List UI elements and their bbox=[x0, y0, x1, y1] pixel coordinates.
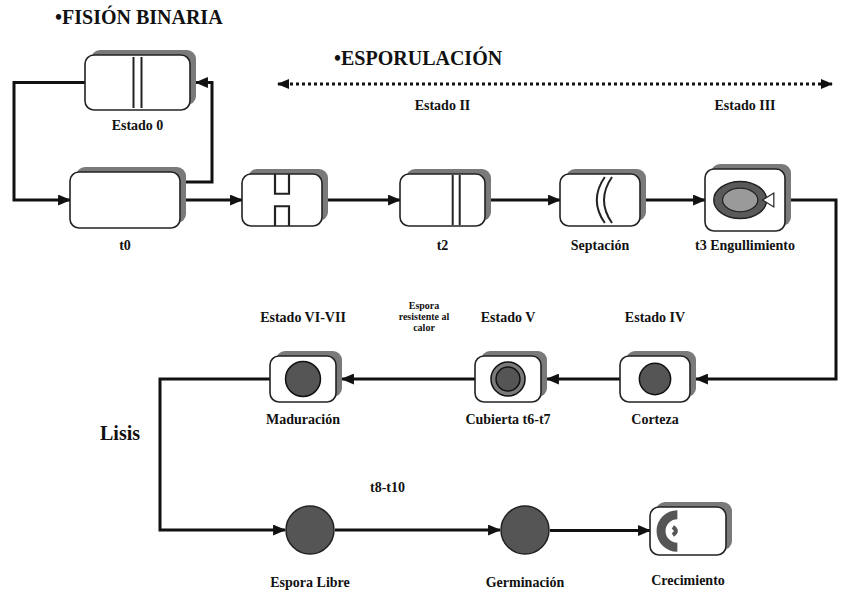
section-heading: •ESPORULACIÓN bbox=[334, 47, 502, 70]
process-arrow bbox=[342, 378, 475, 381]
cell-wall bbox=[400, 174, 485, 226]
process-arrow bbox=[328, 199, 400, 202]
cell-node: Septación bbox=[560, 174, 640, 226]
cell-shape bbox=[705, 169, 785, 231]
cell-shape bbox=[475, 356, 541, 402]
cell-wall bbox=[620, 356, 690, 402]
germinating-spore-coat bbox=[661, 515, 677, 548]
asymmetric-septum bbox=[452, 175, 454, 225]
stage-label: Crecimiento bbox=[651, 573, 725, 589]
cell-shape bbox=[400, 174, 485, 226]
cell-shape bbox=[242, 174, 322, 226]
stage-label: t0 bbox=[119, 238, 131, 254]
cell-node: Estado IIIt3 Engullimiento bbox=[705, 169, 785, 231]
arrow-label: Espora resistente al calor bbox=[396, 300, 452, 333]
stage-label: t2 bbox=[437, 238, 449, 254]
cell-node bbox=[242, 174, 322, 226]
arrow-label: Lisis bbox=[100, 422, 140, 444]
process-arrow bbox=[491, 199, 560, 202]
spore-node: Espora Libre bbox=[285, 505, 335, 555]
cell-shape bbox=[85, 55, 190, 110]
stage-heading: Estado IV bbox=[625, 310, 685, 326]
cortex-spore bbox=[639, 363, 670, 394]
septum-ingrowth bbox=[275, 206, 289, 226]
stage-label: Maduración bbox=[266, 412, 340, 428]
cell-node: Estado VI-VIIMaduración bbox=[270, 356, 336, 402]
cell-shape bbox=[650, 507, 726, 555]
stage-heading: Estado II bbox=[415, 98, 471, 114]
germinating-spore-coat bbox=[673, 527, 676, 535]
cell-wall bbox=[650, 507, 726, 555]
stage-label: Estado 0 bbox=[112, 118, 164, 134]
cell-wall bbox=[85, 55, 190, 110]
spore-shape bbox=[285, 505, 335, 555]
stage-heading: Estado VI-VII bbox=[260, 310, 346, 326]
engulfing-membrane bbox=[714, 181, 767, 218]
stage-label: Espora Libre bbox=[270, 575, 349, 591]
stage-label: Cubierta t6-t7 bbox=[465, 412, 550, 428]
cell-wall bbox=[242, 174, 322, 226]
cell-shape bbox=[620, 356, 690, 402]
section-heading: •FISIÓN BINARIA bbox=[55, 6, 223, 29]
spore-core bbox=[496, 367, 520, 391]
process-arrow bbox=[186, 199, 242, 202]
cell-node: Estado IIt2 bbox=[400, 174, 485, 226]
membrane-fusion-point bbox=[763, 193, 774, 207]
process-arrow bbox=[550, 529, 650, 532]
forespore bbox=[723, 188, 758, 212]
cell-shape bbox=[560, 174, 640, 226]
process-arrow bbox=[335, 529, 500, 532]
curved-septum bbox=[604, 177, 612, 223]
cell-shape bbox=[70, 172, 180, 228]
mature-spore bbox=[286, 362, 321, 397]
cell-wall bbox=[475, 356, 541, 402]
stage-label: t3 Engullimiento bbox=[695, 238, 795, 254]
free-spore bbox=[501, 506, 549, 554]
asymmetric-septum bbox=[459, 175, 461, 225]
stage-heading: Estado V bbox=[481, 310, 536, 326]
cell-wall bbox=[70, 172, 180, 228]
stage-heading: Estado III bbox=[714, 98, 775, 114]
process-arrow bbox=[547, 378, 620, 381]
cell-wall bbox=[705, 169, 785, 231]
cell-node: Crecimiento bbox=[650, 507, 726, 555]
spore-coat bbox=[491, 362, 525, 396]
cell-node: t0 bbox=[70, 172, 180, 228]
stage-label: Corteza bbox=[631, 412, 678, 428]
cell-wall bbox=[560, 174, 640, 226]
septum-line bbox=[141, 57, 143, 108]
septum-ingrowth bbox=[275, 174, 289, 194]
stage-label: Germinación bbox=[486, 575, 565, 591]
free-spore bbox=[286, 506, 334, 554]
cell-shape bbox=[270, 356, 336, 402]
cell-wall bbox=[270, 356, 336, 402]
sporulation-span-arrow bbox=[278, 83, 832, 86]
cell-node: Estado 0 bbox=[85, 55, 190, 110]
process-arrow bbox=[160, 379, 285, 530]
stage-label: Septación bbox=[571, 238, 629, 254]
process-arrow bbox=[646, 199, 705, 202]
cell-node: Estado VCubierta t6-t7 bbox=[475, 356, 541, 402]
arrow-label: t8-t10 bbox=[370, 480, 405, 495]
spore-node: Germinación bbox=[500, 505, 550, 555]
spore-shape bbox=[500, 505, 550, 555]
cell-node: Estado IVCorteza bbox=[620, 356, 690, 402]
septum-line bbox=[133, 57, 135, 108]
